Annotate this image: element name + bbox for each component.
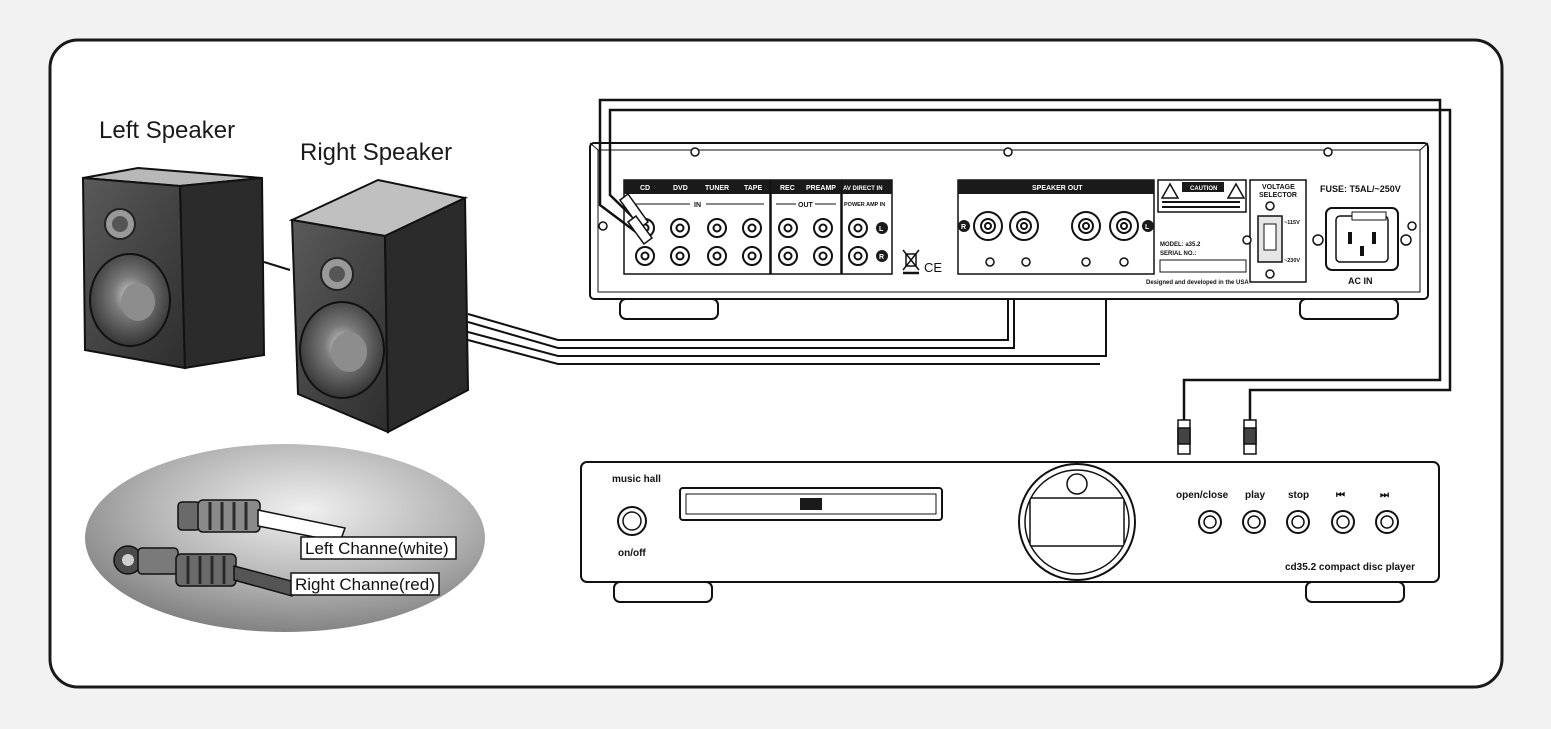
weee-bin-icon — [902, 249, 920, 275]
caution-text: CAUTION — [1190, 186, 1217, 192]
out-label: OUT — [798, 202, 814, 209]
right-speaker — [288, 178, 470, 434]
cd-brand: music hall — [612, 474, 661, 485]
left-channel-box — [300, 536, 457, 560]
output-preamp-label: PREAMP — [806, 185, 836, 192]
input-tuner-label: TUNER — [705, 185, 729, 192]
input-dvd-label: DVD — [673, 185, 688, 192]
left-channel-label: Left Channe(white) — [305, 539, 449, 558]
power-amp-in-label: POWER AMP IN — [844, 202, 885, 208]
fuse-label: FUSE: T5AL/~250V — [1320, 184, 1401, 194]
rca-plugs-cd — [1177, 419, 1257, 455]
amplifier-rear-panel: CD DVD TUNER TAPE IN REC PREAMP OUT AV D… — [589, 142, 1429, 320]
rca-cables — [598, 98, 1452, 420]
serial-label: SERIAL NO.: — [1160, 251, 1196, 257]
open-close-label: open/close — [1176, 490, 1229, 501]
cd-model-label: cd35.2 compact disc player — [1285, 562, 1415, 573]
ce-mark: CE — [924, 260, 942, 275]
rca-jacks — [635, 218, 868, 266]
right-speaker-label: Right Speaker — [300, 139, 452, 166]
power-amp-r-label: R — [879, 254, 884, 261]
voltage-selector-line1: VOLTAGE — [1262, 184, 1295, 191]
voltage-230-label: ~230V — [1284, 258, 1300, 264]
speaker-out-l-label: L — [1145, 224, 1150, 231]
ac-in-label: AC IN — [1348, 276, 1373, 286]
rca-plugs-amp — [618, 192, 654, 246]
caution-label: CAUTION — [1157, 179, 1247, 213]
cd-player: music hall on/off open/close play stop ⏮… — [580, 461, 1440, 603]
stop-label: stop — [1288, 490, 1309, 501]
av-direct-label: AV DIRECT IN — [843, 186, 883, 192]
designed-label: Designed and developed in the USA — [1146, 280, 1249, 286]
right-channel-label: Right Channe(red) — [295, 575, 435, 594]
model-label: MODEL: a35.2 — [1160, 242, 1201, 248]
power-amp-l-label: L — [879, 226, 884, 233]
power-label: on/off — [618, 548, 646, 559]
speaker-cables — [263, 261, 1107, 365]
left-speaker-label: Left Speaker — [99, 117, 235, 144]
right-channel-box — [290, 572, 440, 596]
polarity-markers — [985, 257, 1129, 267]
in-label: IN — [694, 202, 701, 209]
voltage-115-label: ~115V — [1284, 220, 1300, 226]
next-track-icon: ⏭ — [1380, 490, 1389, 501]
output-rec-label: REC — [780, 185, 795, 192]
speaker-out-label: SPEAKER OUT — [1032, 185, 1083, 192]
input-tape-label: TAPE — [744, 185, 762, 192]
cd-logo-icon — [800, 498, 822, 510]
play-label: play — [1245, 490, 1265, 501]
speaker-terminals — [973, 211, 1139, 241]
prev-track-icon: ⏮ — [1336, 490, 1345, 501]
voltage-selector-line2: SELECTOR — [1259, 192, 1297, 199]
input-cd-label: CD — [640, 185, 650, 192]
speaker-out-r-label: R — [961, 224, 966, 231]
left-speaker — [81, 166, 266, 370]
